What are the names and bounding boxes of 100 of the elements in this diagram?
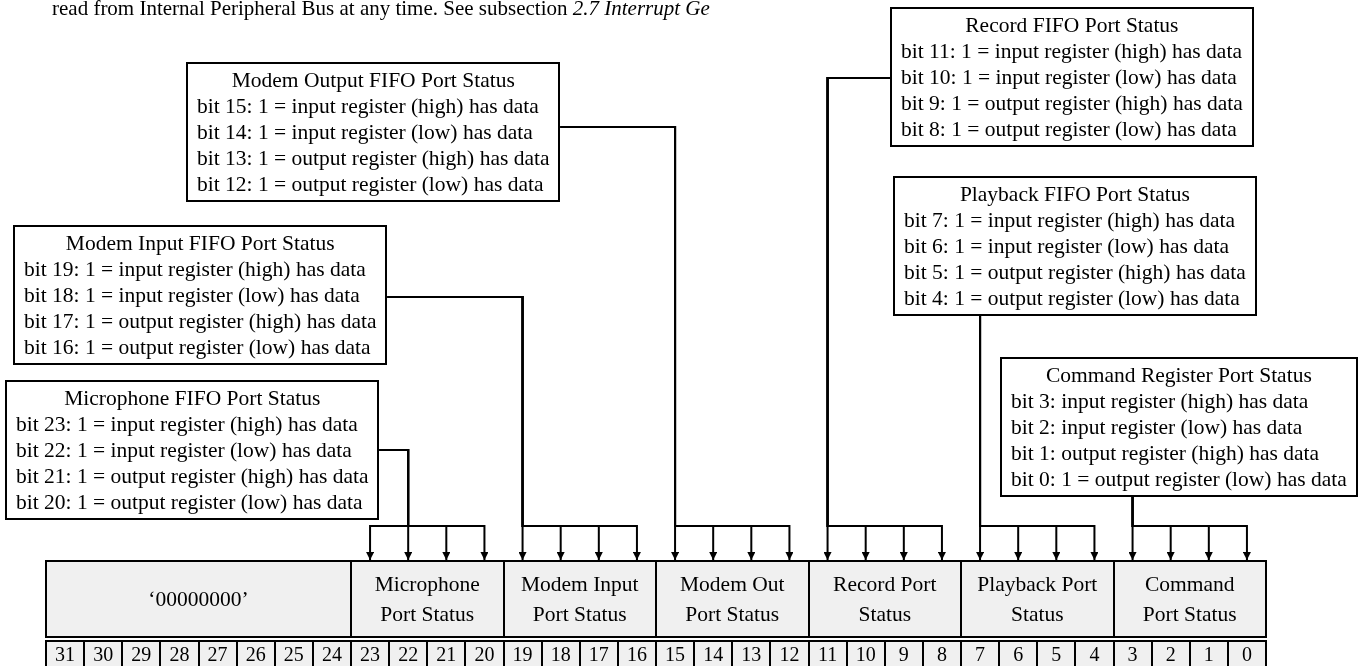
- note-text: read from Internal Peripheral Bus at any time. See subsection 2.7 Interrupt Ge: [52, 0, 710, 21]
- bit-number: 20: [474, 642, 495, 666]
- field-name: Microphone Port Status: [373, 571, 481, 628]
- bit-description: bit 11: 1 = input register (high) has data: [901, 38, 1243, 64]
- bit-cell: [578, 640, 619, 666]
- bit-cell: [1150, 640, 1191, 666]
- register-field: [502, 560, 657, 638]
- description-box: [186, 62, 561, 202]
- bit-number: 11: [817, 642, 838, 666]
- field-name: Modem Out Port Status: [679, 571, 786, 628]
- bit-number: 4: [1089, 642, 1100, 666]
- bit-number: 5: [1051, 642, 1062, 666]
- bit-description: bit 16: 1 = output register (low) has data: [24, 334, 372, 360]
- bit-number: 2: [1165, 642, 1176, 666]
- bit-number: 1: [1203, 642, 1214, 666]
- bit-description: bit 6: 1 = input register (low) has data: [904, 233, 1230, 259]
- arrow: [1131, 496, 1251, 561]
- bit-cell: [998, 640, 1039, 666]
- bit-number: 10: [855, 642, 876, 666]
- bit-cell: [197, 640, 238, 666]
- bit-number: 30: [93, 642, 114, 666]
- bit-number: 13: [741, 642, 762, 666]
- bit-number: 17: [588, 642, 609, 666]
- bit-number: 3: [1127, 642, 1138, 666]
- bit-number: 14: [703, 642, 724, 666]
- description-box: [13, 225, 388, 365]
- field-name: Playback Port Status: [976, 571, 1099, 628]
- bit-cell: [502, 640, 543, 666]
- bit-description: bit 3: input register (high) has data: [1011, 388, 1310, 414]
- bit-cell: [83, 640, 124, 666]
- box-title: Modem Input FIFO Port Status: [64, 230, 336, 256]
- description-box: [5, 380, 380, 520]
- bit-cell: [121, 640, 162, 666]
- box-title: Record FIFO Port Status: [964, 12, 1180, 38]
- arrow: [378, 449, 489, 561]
- bit-description: bit 19: 1 = input register (high) has data: [24, 256, 367, 282]
- bit-cell: [45, 640, 86, 666]
- bit-cell: [235, 640, 276, 666]
- bit-description: bit 13: 1 = output register (high) has data: [197, 145, 550, 171]
- register-field: [960, 560, 1115, 638]
- register-field: [1112, 560, 1267, 638]
- bit-cell: [960, 640, 1001, 666]
- bit-number: 29: [131, 642, 152, 666]
- register-field: [350, 560, 505, 638]
- box-title: Microphone FIFO Port Status: [63, 385, 322, 411]
- bit-number: 21: [436, 642, 457, 666]
- bit-description: bit 15: 1 = input register (high) has data: [197, 93, 540, 119]
- bit-cell: [921, 640, 962, 666]
- bit-cell: [807, 640, 848, 666]
- bit-cell: [1036, 640, 1077, 666]
- bit-description: bit 17: 1 = output register (high) has data: [24, 308, 377, 334]
- description-box: [890, 7, 1254, 147]
- bit-cell: [655, 640, 696, 666]
- bit-number: 28: [169, 642, 190, 666]
- bit-number: 12: [779, 642, 800, 666]
- bit-description: bit 9: 1 = output register (high) has data: [901, 90, 1243, 116]
- register-field: [655, 560, 810, 638]
- box-title: Playback FIFO Port Status: [958, 181, 1191, 207]
- bit-cell: [159, 640, 200, 666]
- bit-number: 31: [55, 642, 76, 666]
- bit-cell: [883, 640, 924, 666]
- bit-number: 25: [283, 642, 304, 666]
- bit-cell: [273, 640, 314, 666]
- bit-description: bit 0: 1 = output register (low) has data: [1011, 466, 1347, 492]
- bit-number: 16: [626, 642, 647, 666]
- field-name: Command Port Status: [1141, 571, 1238, 628]
- register-field: [807, 560, 962, 638]
- bit-number: 7: [975, 642, 986, 666]
- bit-cell: [540, 640, 581, 666]
- bit-cell: [693, 640, 734, 666]
- description-box: [893, 176, 1257, 316]
- register-field: [45, 560, 352, 638]
- field-name: Modem Input Port Status: [519, 571, 640, 628]
- bit-number: 0: [1241, 642, 1252, 666]
- bit-number: 24: [321, 642, 342, 666]
- bit-cell: [350, 640, 391, 666]
- bit-cell: [1188, 640, 1229, 666]
- bit-cell: [731, 640, 772, 666]
- bit-number: 6: [1013, 642, 1024, 666]
- bit-description: bit 2: input register (low) has data: [1011, 414, 1304, 440]
- bit-cell: [616, 640, 657, 666]
- bit-description: bit 10: 1 = input register (low) has data: [901, 64, 1238, 90]
- bit-description: bit 5: 1 = output register (high) has data: [904, 259, 1246, 285]
- bit-cell: [845, 640, 886, 666]
- bit-description: bit 4: 1 = output register (low) has data: [904, 285, 1241, 311]
- bit-description: bit 22: 1 = input register (low) has data: [16, 437, 353, 463]
- arrow: [979, 315, 1099, 561]
- bit-cell: [1074, 640, 1115, 666]
- bit-description: bit 21: 1 = output register (high) has data: [16, 463, 369, 489]
- bit-description: bit 8: 1 = output register (low) has data: [901, 116, 1238, 142]
- bit-description: bit 18: 1 = input register (low) has data: [24, 282, 361, 308]
- bit-cell: [426, 640, 467, 666]
- field-name: ‘00000000’: [148, 586, 249, 613]
- box-title: Command Register Port Status: [1045, 362, 1313, 388]
- bit-cell: [1112, 640, 1153, 666]
- bit-number: 18: [550, 642, 571, 666]
- bit-cell: [464, 640, 505, 666]
- bit-number: 19: [512, 642, 533, 666]
- bit-number: 22: [398, 642, 419, 666]
- bit-cell: [1226, 640, 1267, 666]
